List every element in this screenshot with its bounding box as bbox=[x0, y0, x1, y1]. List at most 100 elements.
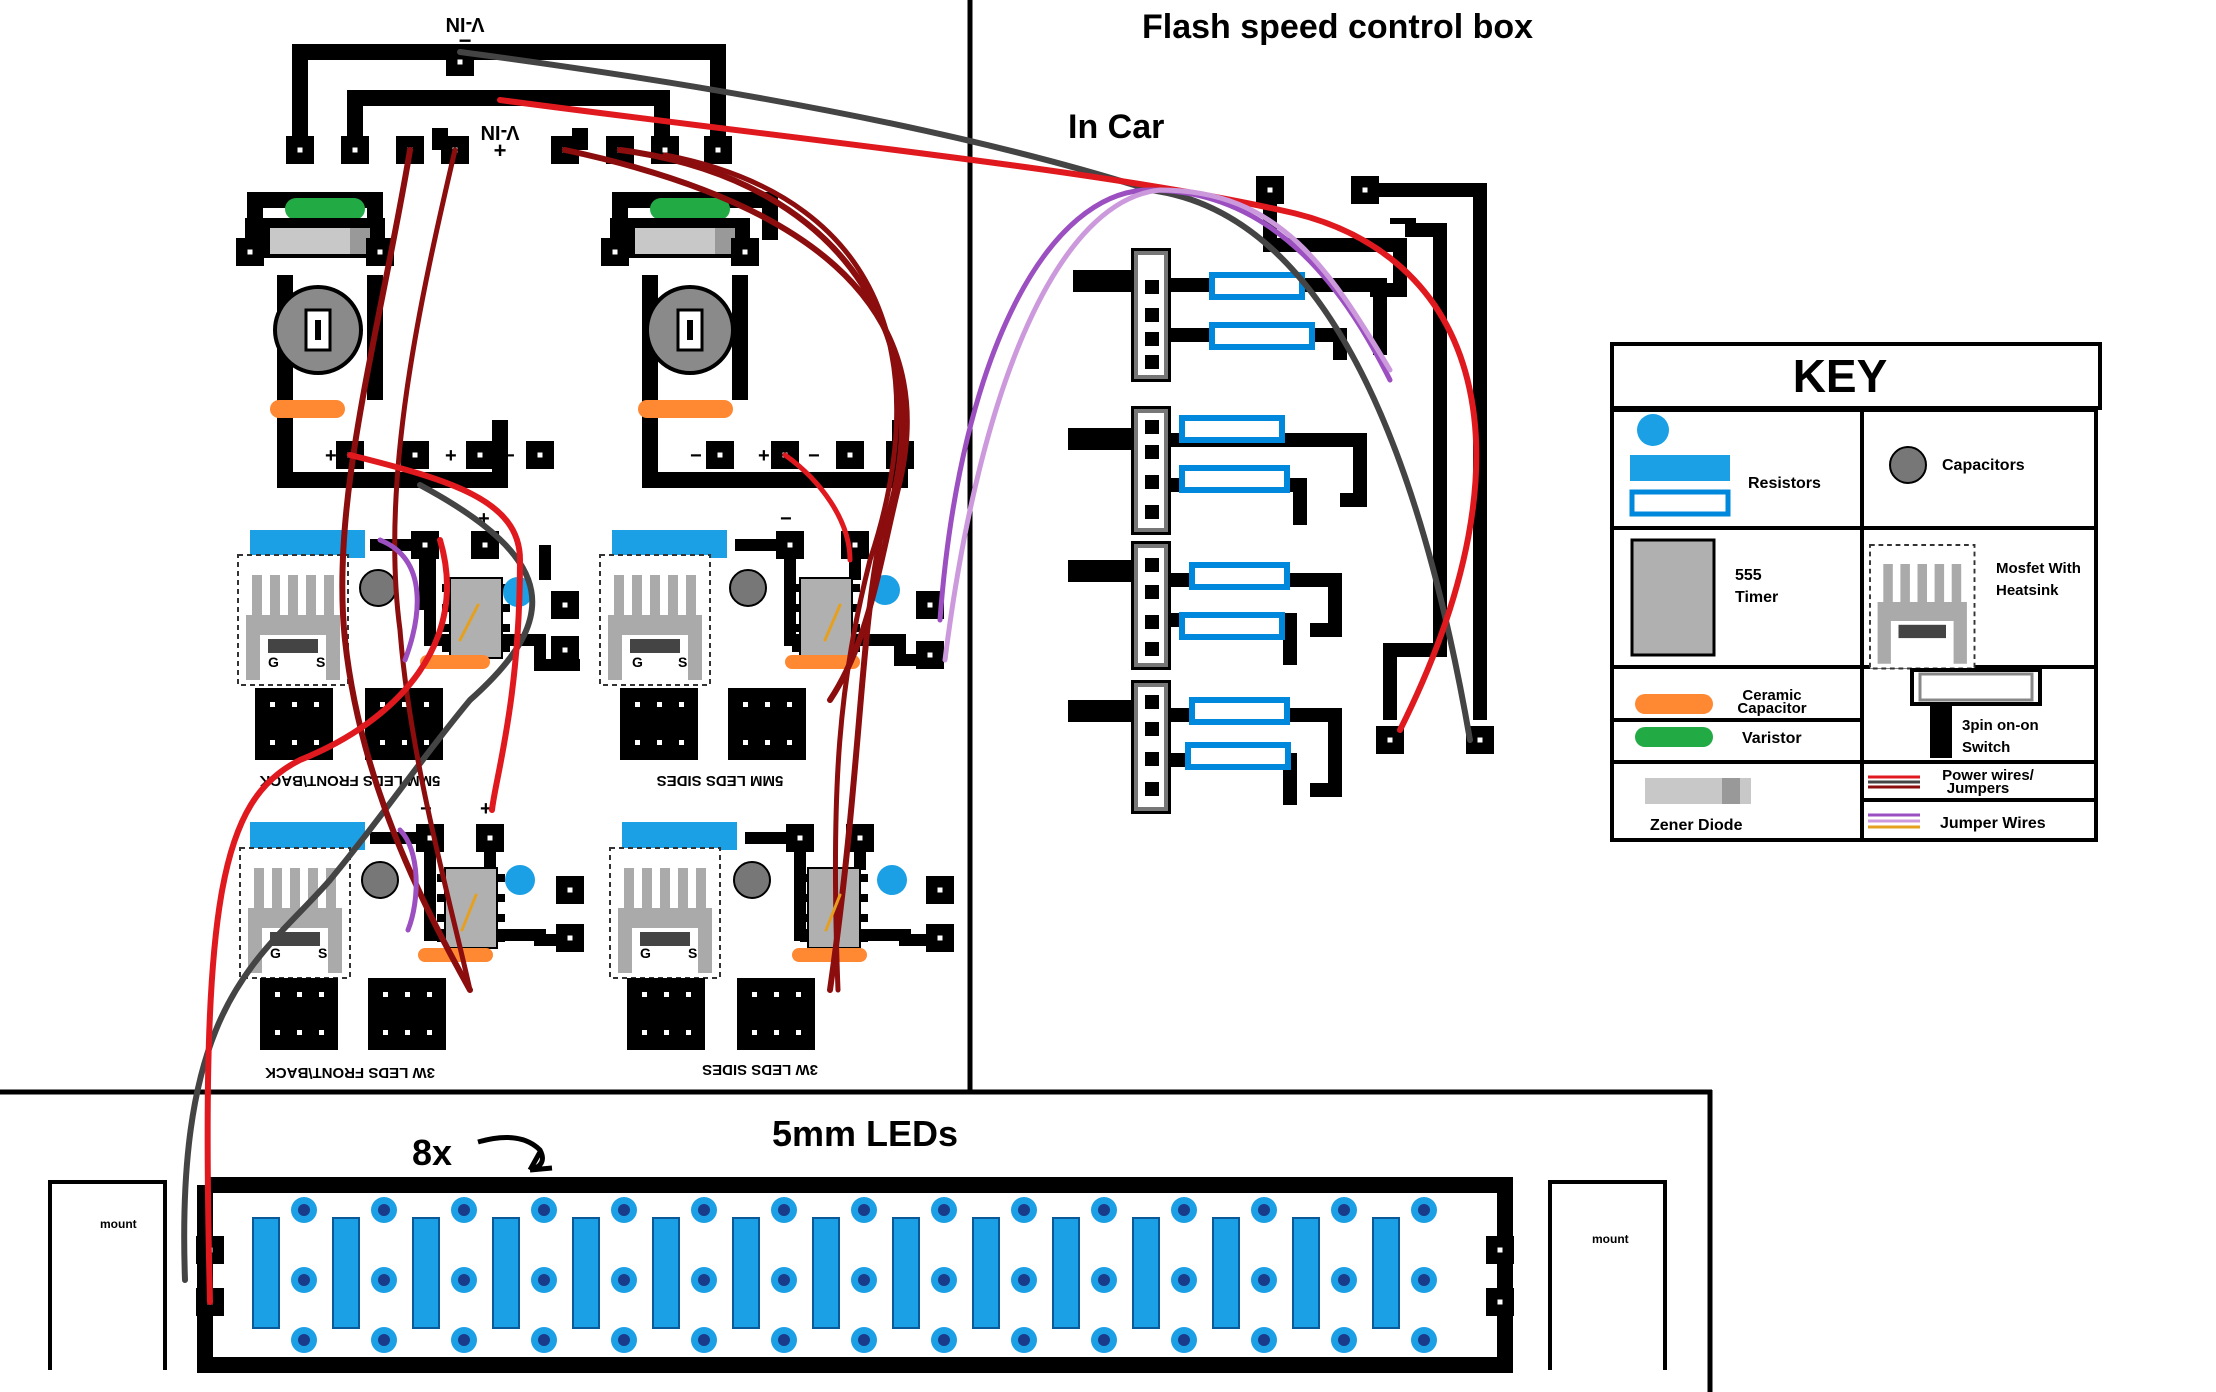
ceramic-capacitor bbox=[270, 400, 345, 418]
key-mosfet-line1: Mosfet With bbox=[1996, 560, 2081, 577]
key-zener: Zener Diode bbox=[1650, 817, 1743, 834]
led-resistor bbox=[412, 1217, 440, 1329]
key-timer-line2: Timer bbox=[1735, 589, 1778, 606]
key-ceramic-line1: Ceramic bbox=[1742, 687, 1801, 704]
led-pad bbox=[291, 1267, 317, 1293]
vin-top-label: V-IN bbox=[446, 13, 485, 35]
led-pad bbox=[371, 1327, 397, 1353]
led-pad bbox=[691, 1267, 717, 1293]
led-pad bbox=[1251, 1267, 1277, 1293]
mosfet-icon bbox=[1869, 544, 1976, 670]
key-switch-line1: 3pin on-on bbox=[1962, 717, 2039, 734]
resistor-symbol-bar bbox=[1630, 455, 1730, 481]
svg-text:+: + bbox=[478, 508, 490, 530]
svg-text:+: + bbox=[445, 445, 457, 467]
led-pad bbox=[291, 1327, 317, 1353]
driver-3w-front-back: G S + − 3W LEDS FRONT\BACK bbox=[239, 798, 584, 1081]
varistor bbox=[285, 198, 365, 220]
ceramic-icon bbox=[1635, 694, 1713, 714]
driver-3w-sides: G S 3W LEDS SIDES bbox=[609, 822, 954, 1078]
key-varistor: Varistor bbox=[1742, 730, 1802, 747]
led-resistor bbox=[892, 1217, 920, 1329]
legend: KEY Resistors Capacitors 555 Timer Mosfe… bbox=[1610, 342, 2102, 842]
led-resistor bbox=[572, 1217, 600, 1329]
section-dividers bbox=[0, 0, 1713, 1392]
led-pad bbox=[611, 1197, 637, 1223]
ceramic-capacitor bbox=[638, 400, 733, 418]
driver-5mm-sides: G S − 5MM LEDS SIDES bbox=[599, 508, 944, 789]
led-strip-title: 5mm LEDs bbox=[772, 1113, 958, 1154]
flash-box-title: Flash speed control box bbox=[1142, 8, 1533, 46]
led-pad bbox=[1011, 1267, 1037, 1293]
led-resistor bbox=[812, 1217, 840, 1329]
led-resistor bbox=[1372, 1217, 1400, 1329]
led-pad bbox=[1091, 1197, 1117, 1223]
key-power-line2: Jumpers bbox=[1947, 780, 2010, 797]
led-pad bbox=[1171, 1327, 1197, 1353]
svg-text:G: G bbox=[632, 654, 643, 670]
led-pad bbox=[611, 1327, 637, 1353]
led-pad bbox=[771, 1197, 797, 1223]
key-timer-line1: 555 bbox=[1735, 567, 1762, 584]
led-pad bbox=[451, 1267, 477, 1293]
led-pad bbox=[1251, 1197, 1277, 1223]
led-count-label: 8x bbox=[412, 1132, 452, 1173]
svg-text:S: S bbox=[678, 654, 687, 670]
led-pad bbox=[1411, 1267, 1437, 1293]
led-pad bbox=[371, 1197, 397, 1223]
led-pad bbox=[1331, 1197, 1357, 1223]
led-pad bbox=[611, 1267, 637, 1293]
svg-text:−: − bbox=[690, 445, 702, 467]
led-pad bbox=[1171, 1267, 1197, 1293]
led-pad bbox=[1171, 1197, 1197, 1223]
led-resistor bbox=[652, 1217, 680, 1329]
svg-text:−: − bbox=[808, 445, 820, 467]
trimmer-capacitor bbox=[645, 285, 735, 375]
resistor-symbol-dot bbox=[1637, 414, 1669, 446]
led-strip-board bbox=[196, 1177, 1514, 1373]
key-switch-line2: Switch bbox=[1962, 739, 2010, 756]
led-pad bbox=[691, 1327, 717, 1353]
led-pad bbox=[931, 1267, 957, 1293]
key-capacitors: Capacitors bbox=[1942, 457, 2025, 474]
board-label-5mm-front-back: 5MM LEDS FRONT\BACK bbox=[259, 772, 440, 789]
led-resistor bbox=[332, 1217, 360, 1329]
key-resistors: Resistors bbox=[1748, 475, 1821, 492]
led-pad bbox=[1411, 1327, 1437, 1353]
key-jumper: Jumper Wires bbox=[1940, 815, 2046, 832]
varistor-icon bbox=[1635, 727, 1713, 747]
vin-top-sign: − bbox=[459, 28, 472, 53]
svg-text:S: S bbox=[688, 945, 697, 961]
svg-text:G: G bbox=[270, 945, 281, 961]
board-label-3w-sides: 3W LEDS SIDES bbox=[702, 1061, 818, 1078]
zener-diode bbox=[601, 218, 759, 266]
switch-panel bbox=[1068, 176, 1494, 814]
resistor bbox=[505, 865, 535, 895]
led-pad bbox=[291, 1197, 317, 1223]
svg-text:S: S bbox=[316, 654, 325, 670]
led-pad bbox=[1331, 1267, 1357, 1293]
led-pad bbox=[1011, 1197, 1037, 1223]
svg-text:−: − bbox=[503, 445, 515, 467]
trimmer-capacitor bbox=[273, 285, 363, 375]
led-pad bbox=[1411, 1197, 1437, 1223]
led-resistor bbox=[1292, 1217, 1320, 1329]
resistor-symbol-outline bbox=[1629, 489, 1731, 517]
board-label-3w-front-back: 3W LEDS FRONT\BACK bbox=[265, 1064, 435, 1081]
switch-icon bbox=[1910, 668, 2042, 706]
led-pad bbox=[1331, 1327, 1357, 1353]
timer-icon bbox=[1630, 538, 1716, 657]
resistor bbox=[877, 865, 907, 895]
svg-text:G: G bbox=[640, 945, 651, 961]
led-pad bbox=[931, 1197, 957, 1223]
led-resistor bbox=[492, 1217, 520, 1329]
vin-mid-sign: + bbox=[494, 138, 507, 163]
in-car-label: In Car bbox=[1068, 108, 1164, 146]
led-pad bbox=[691, 1197, 717, 1223]
board-label-5mm-sides: 5MM LEDS SIDES bbox=[657, 772, 784, 789]
varistor bbox=[650, 198, 730, 220]
led-pad bbox=[1011, 1327, 1037, 1353]
led-pad bbox=[451, 1327, 477, 1353]
svg-text:+: + bbox=[325, 445, 337, 467]
